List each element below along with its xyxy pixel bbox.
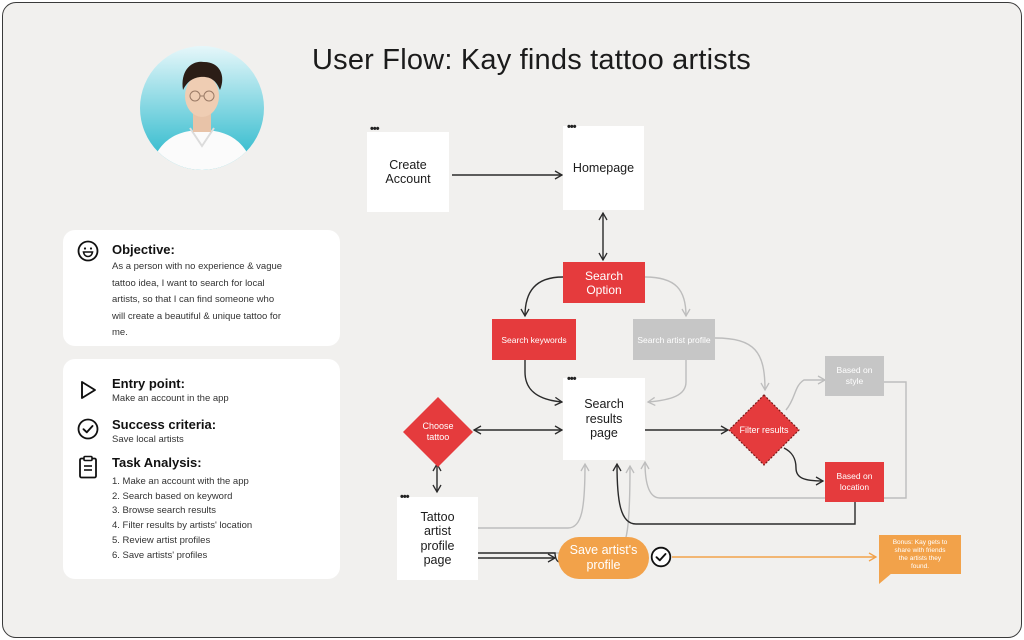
objective-text: As a person with no experience & vague t… xyxy=(112,261,283,338)
success-criteria-heading: Success criteria: xyxy=(112,417,217,432)
list-item: 5. Review artist profiles xyxy=(112,534,211,546)
choose-tattoo-diamond xyxy=(403,397,473,467)
filter-results-diamond xyxy=(728,394,800,466)
check-circle-icon xyxy=(650,546,672,573)
entry-point-heading: Entry point: xyxy=(112,376,185,391)
smile-icon xyxy=(77,240,99,267)
filter-results-label: Filter results xyxy=(739,424,789,435)
play-triangle-icon xyxy=(79,380,97,405)
list-item: 3. Browse search results xyxy=(112,505,217,517)
bonus-callout: Bonus: Kay gets to share with friends th… xyxy=(879,535,961,574)
success-criteria-text: Save local artists xyxy=(112,434,184,445)
objective-heading: Objective: xyxy=(112,242,175,257)
screen-dots: ••• xyxy=(370,123,380,135)
list-item: 2. Search based on keyword xyxy=(112,490,233,502)
clipboard-icon xyxy=(78,455,98,484)
screen-dots: ••• xyxy=(567,121,577,133)
search-artist-profile-node: Search artist profile xyxy=(633,319,715,360)
objective-card xyxy=(63,230,340,346)
diagram-title: User Flow: Kay finds tattoo artists xyxy=(312,44,751,76)
list-item: 6. Save artists' profiles xyxy=(112,549,208,561)
task-list: 1. Make an account with the app 2. Searc… xyxy=(112,475,252,563)
list-item: 4. Filter results by artists' location xyxy=(112,520,253,532)
entry-point-text: Make an account in the app xyxy=(112,393,229,404)
check-circle-icon xyxy=(77,418,99,445)
screen-dots: ••• xyxy=(400,491,410,503)
homepage-screen: Homepage xyxy=(563,126,644,210)
task-card xyxy=(63,359,340,579)
persona-avatar xyxy=(140,46,264,170)
search-keywords-node: Search keywords xyxy=(492,319,576,360)
screen-dots: ••• xyxy=(567,373,577,385)
bonus-callout-tail xyxy=(879,573,892,584)
list-item: 1. Make an account with the app xyxy=(112,476,249,487)
task-analysis-heading: Task Analysis: xyxy=(112,455,202,470)
